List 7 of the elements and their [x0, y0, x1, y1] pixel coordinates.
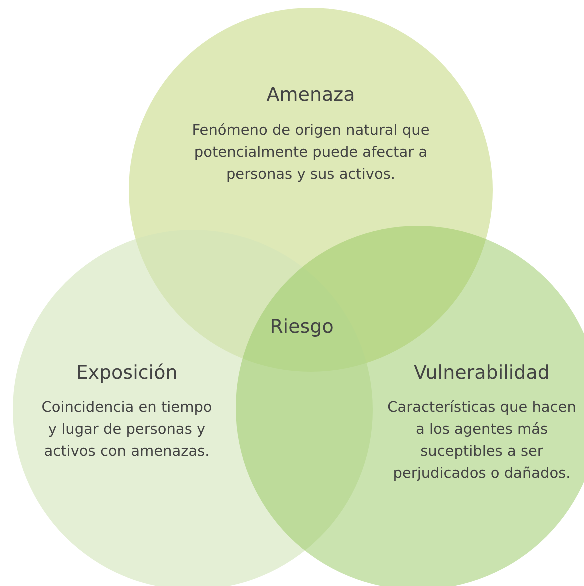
circle-description: Características que hacen a los agentes más suceptibles a ser perjudicados o dañados. [387, 399, 577, 484]
circle-description: Coincidencia en tiempo y lugar de personas y activos con amenazas. [40, 399, 214, 462]
circle-heading: Exposición [75, 362, 179, 384]
overlap-label: Riesgo [269, 316, 335, 338]
circle-heading: Amenaza [266, 84, 356, 106]
circle-heading: Vulnerabilidad [413, 362, 551, 384]
circle-description: Fenómeno de origen natural que potencialmente puede afectar a personas y sus activos. [191, 122, 431, 185]
